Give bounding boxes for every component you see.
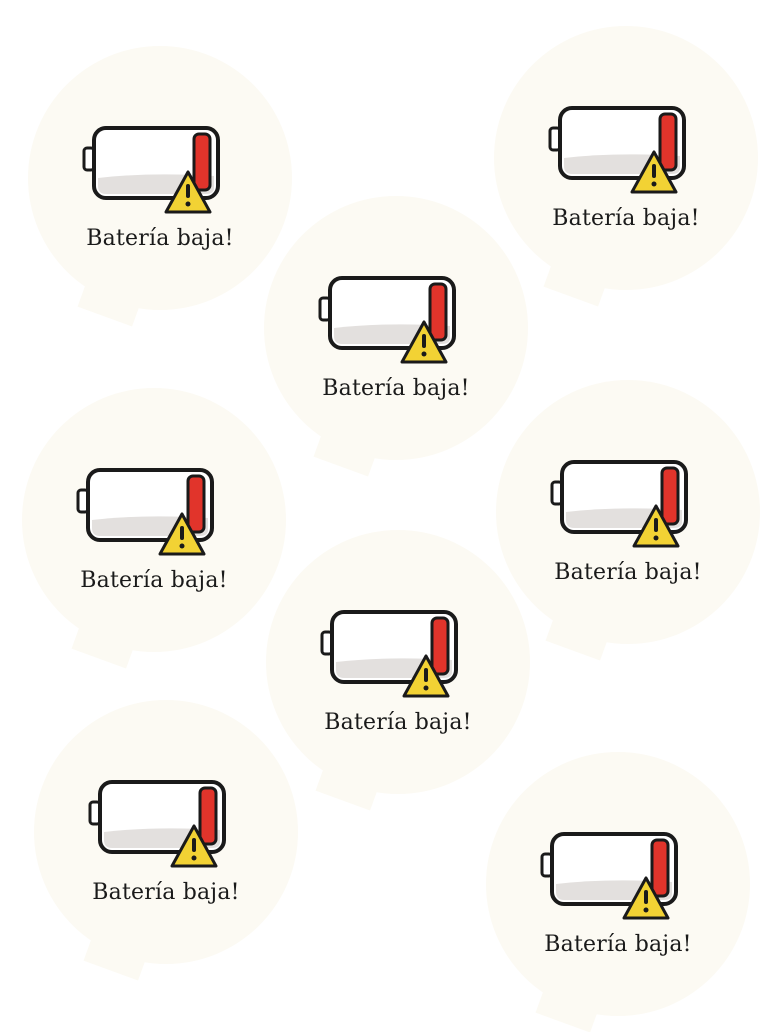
sticker-caption: Batería baja! (80, 568, 228, 593)
sticker-7: Batería baja! (34, 700, 298, 981)
sticker-tail (545, 595, 617, 661)
sticker-5: Batería baja! (496, 380, 760, 661)
sticker-caption: Batería baja! (86, 226, 234, 251)
warning-icon (164, 170, 212, 214)
warning-icon (402, 654, 450, 698)
battery-low-icon (320, 610, 458, 698)
sticker-3: Batería baja! (264, 196, 528, 477)
warning-icon (158, 512, 206, 556)
warning-icon (400, 320, 448, 364)
sticker-tail (313, 411, 385, 477)
battery-low-icon (82, 126, 220, 214)
sticker-8: Batería baja! (486, 752, 750, 1032)
battery-low-icon (548, 106, 686, 194)
sticker-caption: Batería baja! (554, 560, 702, 585)
sticker-tail (315, 745, 387, 811)
battery-low-icon (318, 276, 456, 364)
battery-low-icon (88, 780, 226, 868)
sticker-tail (535, 967, 607, 1032)
sticker-caption: Batería baja! (544, 932, 692, 957)
warning-icon (632, 504, 680, 548)
battery-low-icon (540, 832, 678, 920)
sticker-tail (83, 915, 155, 981)
sticker-2: Batería baja! (494, 26, 758, 307)
sticker-6: Batería baja! (266, 530, 530, 811)
sticker-tail (71, 603, 143, 669)
sticker-4: Batería baja! (22, 388, 286, 669)
battery-low-icon (76, 468, 214, 556)
sticker-caption: Batería baja! (92, 880, 240, 905)
warning-icon (622, 876, 670, 920)
sticker-tail (77, 261, 149, 327)
sticker-tail (543, 241, 615, 307)
warning-icon (630, 150, 678, 194)
warning-icon (170, 824, 218, 868)
sticker-caption: Batería baja! (322, 376, 470, 401)
sticker-1: Batería baja! (28, 46, 292, 327)
sticker-caption: Batería baja! (324, 710, 472, 735)
battery-low-icon (550, 460, 688, 548)
sticker-caption: Batería baja! (552, 206, 700, 231)
